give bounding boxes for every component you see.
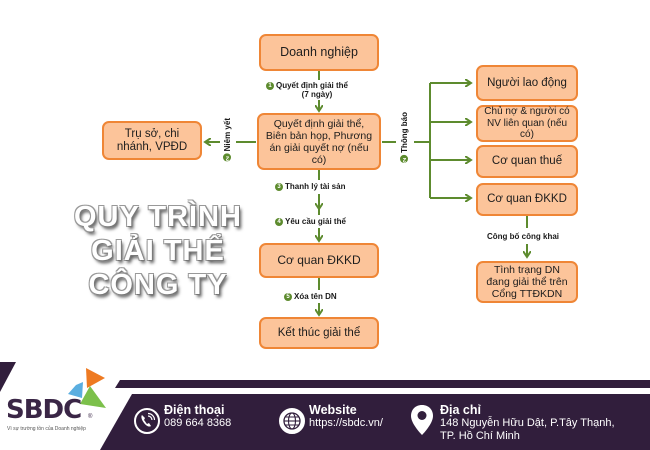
node-nguoi-lao-dong: Người lao động	[476, 65, 578, 101]
node-label: Chủ nợ & người có NV liên quan (nếu có)	[484, 106, 570, 141]
step4-text: Yêu cầu giải thể	[285, 217, 346, 226]
node-label: Quyết định giải thể, Biên bản họp, Phươn…	[265, 117, 373, 166]
node-label: Doanh nghiệp	[280, 45, 358, 59]
address-line-1: 148 Nguyễn Hữu Dật, P.Tây Thạnh,	[440, 417, 615, 429]
node-ket-thuc: Kết thúc giải thể	[259, 317, 379, 349]
node-co-quan-thue: Cơ quan thuế	[476, 145, 578, 178]
step4-number-icon: 4	[275, 217, 283, 226]
node-co-quan-dkkd-right: Cơ quan ĐKKD	[476, 183, 578, 216]
footer-thin-band	[115, 380, 650, 388]
footer-main-band	[100, 394, 650, 450]
phone-label: Điện thoại	[164, 403, 225, 417]
phone-icon	[134, 408, 160, 434]
phone-value[interactable]: 089 664 8368	[164, 417, 232, 429]
step1-number-icon: 1	[266, 81, 274, 90]
sbdc-logo-triangles-icon	[68, 368, 106, 408]
step3-text: Thanh lý tài sản	[285, 182, 346, 191]
address-label: Địa chỉ	[440, 403, 481, 417]
step2-thong-bao-label: 2 Thông báo	[400, 112, 409, 163]
step2-niem-yet-label: 2 Niêm yết	[223, 118, 232, 162]
brand-logo: SBDC	[6, 395, 82, 425]
node-label: Trụ sở, chi nhánh, VPĐD	[116, 127, 188, 153]
contact-address: Địa chỉ 148 Nguyễn Hữu Dật, P.Tây Thạnh,…	[440, 403, 615, 443]
node-quyet-dinh: Quyết định giải thể, Biên bản họp, Phươn…	[257, 113, 381, 170]
node-doanh-nghiep: Doanh nghiệp	[259, 34, 379, 71]
contact-phone: Điện thoại 089 664 8368	[164, 403, 231, 430]
location-pin-icon	[411, 405, 433, 435]
brand-tagline: Vì sự trường tồn của Doanh nghiệp	[7, 426, 86, 432]
title-line-3: CÔNG TY	[88, 269, 228, 301]
website-value[interactable]: https://sbdc.vn/	[309, 417, 383, 429]
step4-label: 4 Yêu cầu giải thể	[275, 217, 346, 226]
diagram-title: QUY TRÌNH GIẢI THỂ CÔNG TY	[68, 200, 248, 302]
step2b-text: Thông báo	[400, 112, 409, 153]
address-line-2: TP. Hồ Chí Minh	[440, 430, 520, 442]
node-tru-so: Trụ sở, chi nhánh, VPĐD	[102, 121, 202, 160]
title-line-2: GIẢI THỂ	[91, 235, 225, 267]
step2a-text: Niêm yết	[223, 118, 232, 152]
step3-number-icon: 3	[275, 182, 283, 191]
step2a-number-icon: 2	[223, 153, 232, 162]
contact-website: Website https://sbdc.vn/	[309, 403, 383, 430]
step1-text: Quyết định giải thể	[276, 81, 349, 90]
step5-text: Xóa tên DN	[294, 292, 337, 301]
node-label: Kết thúc giải thể	[277, 326, 361, 339]
node-chu-no: Chủ nợ & người có NV liên quan (nếu có)	[476, 105, 578, 142]
website-label: Website	[309, 403, 357, 417]
step1-subtext: (7 ngày)	[301, 90, 333, 99]
publish-text: Công bố công khai	[487, 232, 559, 241]
globe-icon	[279, 408, 305, 434]
title-line-1: QUY TRÌNH	[74, 201, 242, 233]
node-label: Cơ quan thuế	[491, 155, 563, 167]
node-label: Cơ quan ĐKKD	[487, 193, 567, 205]
node-label: Tình trạng DN đang giải thể trên Cổng TT…	[486, 264, 568, 300]
node-tinh-trang: Tình trạng DN đang giải thể trên Cổng TT…	[476, 261, 578, 303]
registered-mark: ®	[88, 414, 93, 420]
publish-label: Công bố công khai	[487, 232, 559, 241]
step1-label: 1 Quyết định giải thể (7 ngày)	[266, 81, 348, 99]
node-label: Người lao động	[487, 76, 567, 89]
node-label: Cơ quan ĐKKD	[277, 253, 361, 267]
step5-number-icon: 5	[284, 292, 292, 301]
step5-label: 5 Xóa tên DN	[284, 292, 337, 301]
step2b-number-icon: 2	[400, 154, 409, 163]
node-co-quan-dkkd-center: Cơ quan ĐKKD	[259, 243, 379, 278]
step3-label: 3 Thanh lý tài sản	[275, 182, 345, 191]
